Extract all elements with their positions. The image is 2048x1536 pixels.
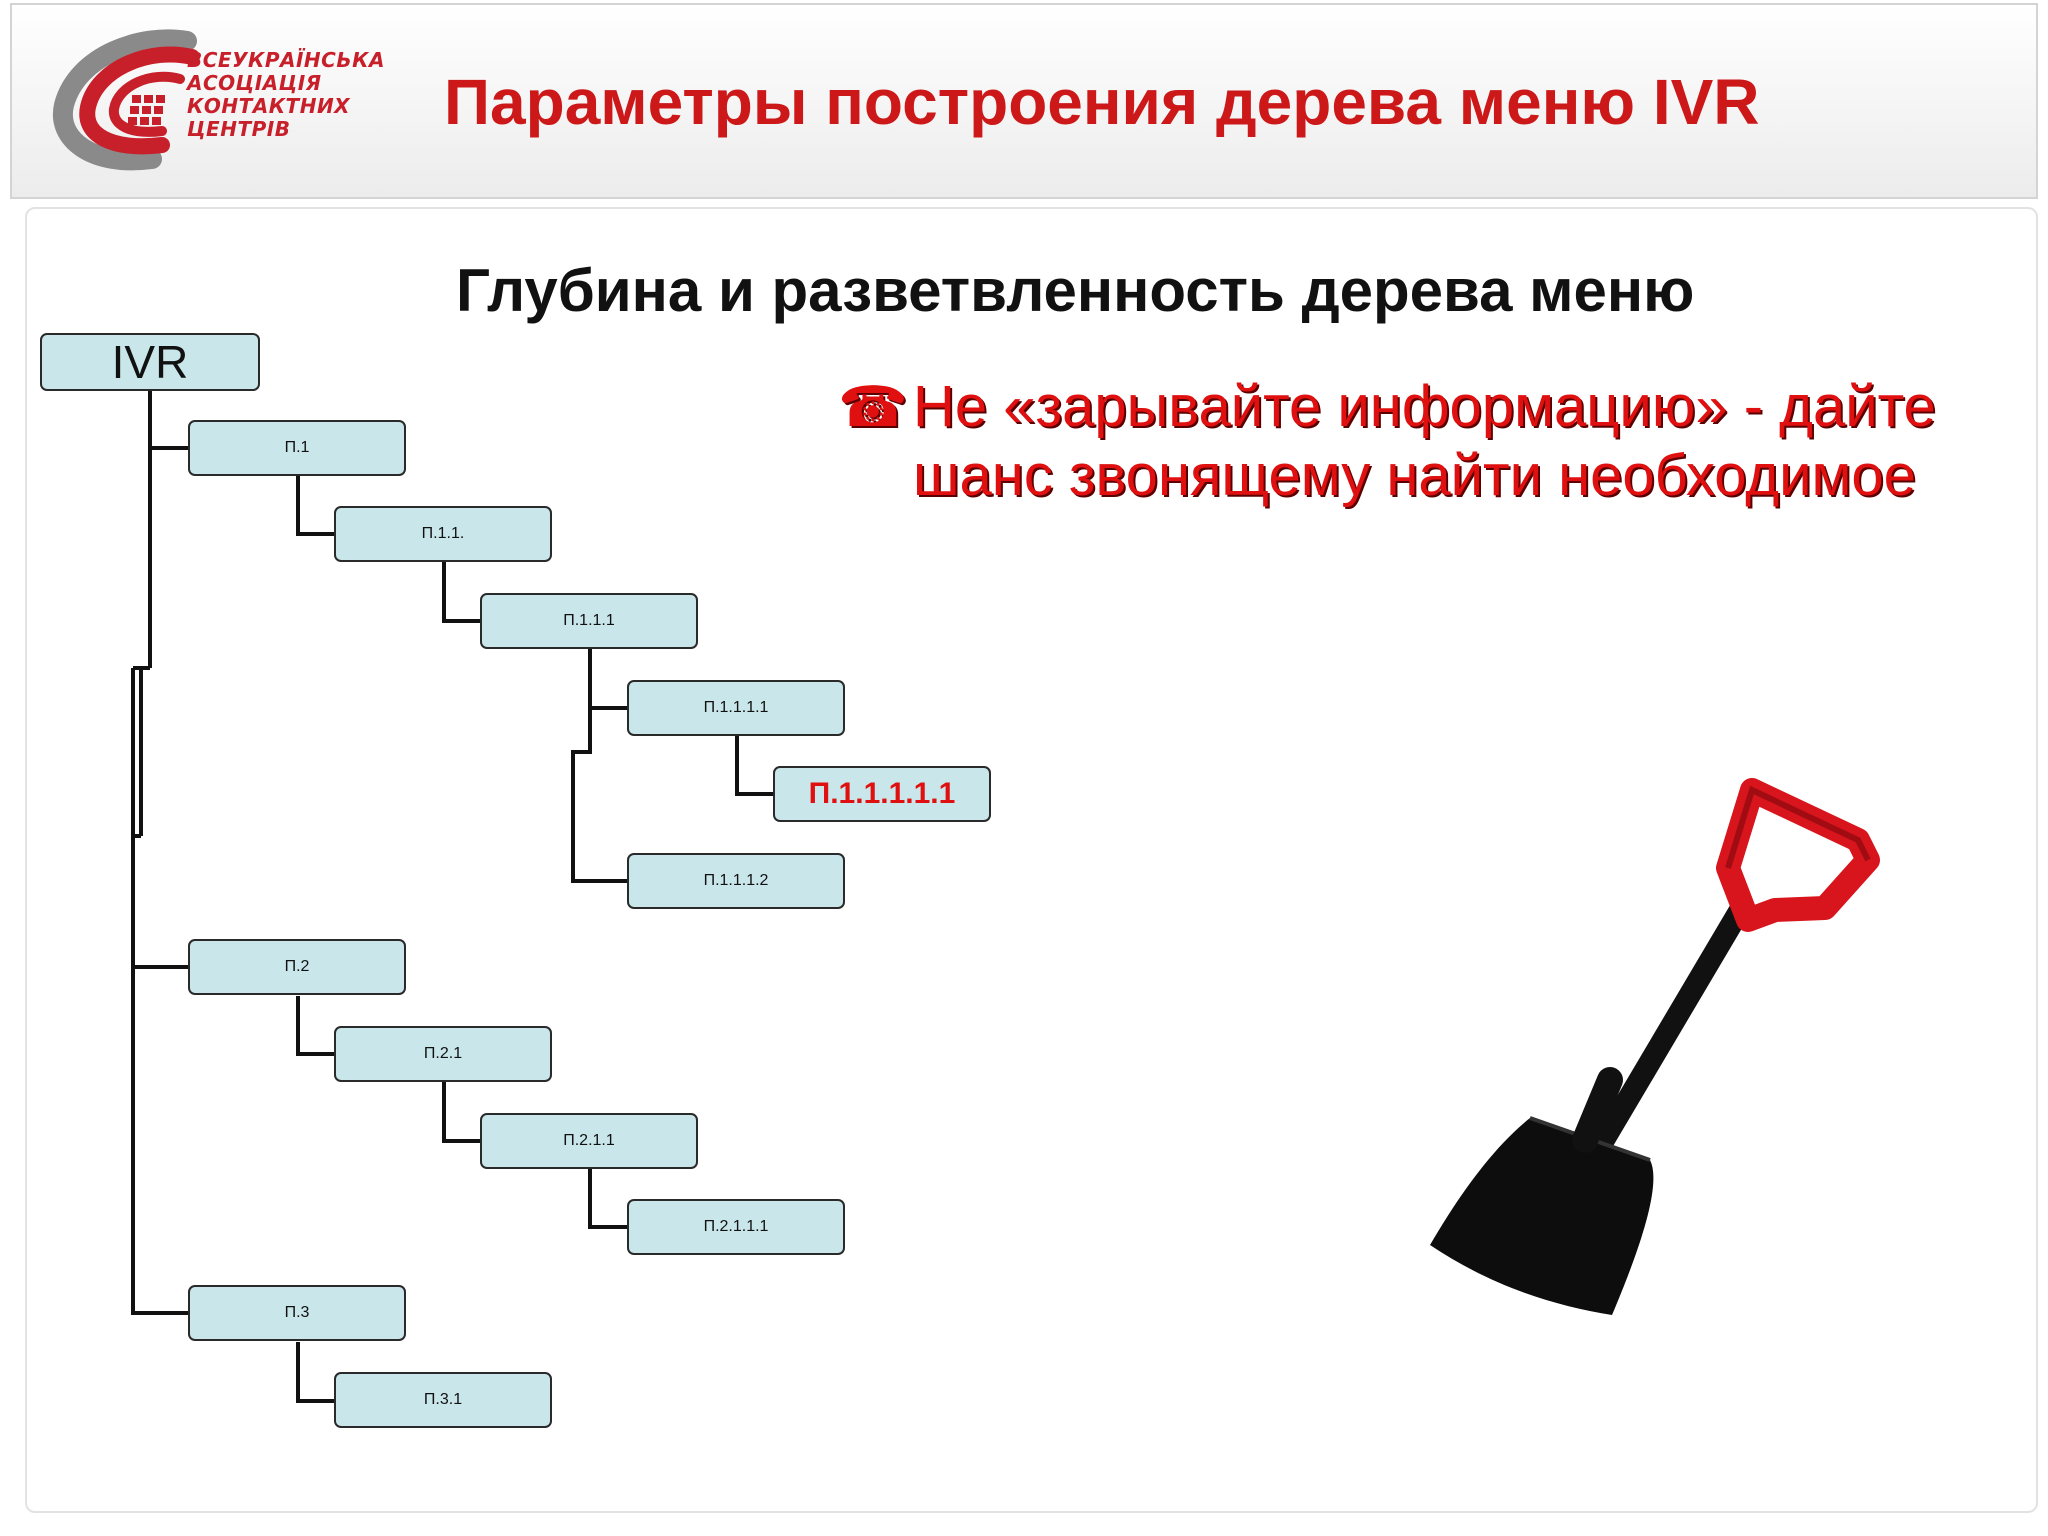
tree-node: П.3.1 bbox=[334, 1372, 552, 1428]
association-logo bbox=[52, 29, 200, 171]
logo-line: ЦЕНТРІВ bbox=[187, 117, 291, 141]
tree-node: П.2.1.1.1 bbox=[627, 1199, 845, 1255]
shovel-image bbox=[1430, 778, 1880, 1315]
logo-line: АСОЦІАЦІЯ bbox=[187, 71, 322, 95]
slide-subtitle: Глубина и разветвленность дерева меню bbox=[456, 257, 1695, 324]
tree-node-root: IVR bbox=[40, 333, 260, 391]
logo-line: ВСЕУКРАЇНСЬКА bbox=[187, 48, 385, 72]
slide-title: Параметры построения дерева меню IVR bbox=[444, 66, 1760, 138]
tree-node: П.2.1.1 bbox=[480, 1113, 698, 1169]
tree-node: П.2.1 bbox=[334, 1026, 552, 1082]
tree-node-highlighted: П.1.1.1.1.1 bbox=[773, 766, 991, 822]
tree-node: П.1 bbox=[188, 420, 406, 476]
tree-node: П.1.1. bbox=[334, 506, 552, 562]
bullet-text: Не «зарывайте информацию» - дайте шанс з… bbox=[913, 374, 1936, 508]
tree-node: П.1.1.1.1 bbox=[627, 680, 845, 736]
logo-text: ВСЕУКРАЇНСЬКА АСОЦІАЦІЯ КОНТАКТНИХ ЦЕНТР… bbox=[187, 49, 385, 141]
tree-node: П.1.1.1 bbox=[480, 593, 698, 649]
header-bar: ВСЕУКРАЇНСЬКА АСОЦІАЦІЯ КОНТАКТНИХ ЦЕНТР… bbox=[10, 3, 2038, 199]
logo-line: КОНТАКТНИХ bbox=[187, 94, 351, 118]
tree-node: П.1.1.1.2 bbox=[627, 853, 845, 909]
telephone-icon: ☎ bbox=[838, 375, 908, 438]
tree-node: П.3 bbox=[188, 1285, 406, 1341]
tree-node: П.2 bbox=[188, 939, 406, 995]
